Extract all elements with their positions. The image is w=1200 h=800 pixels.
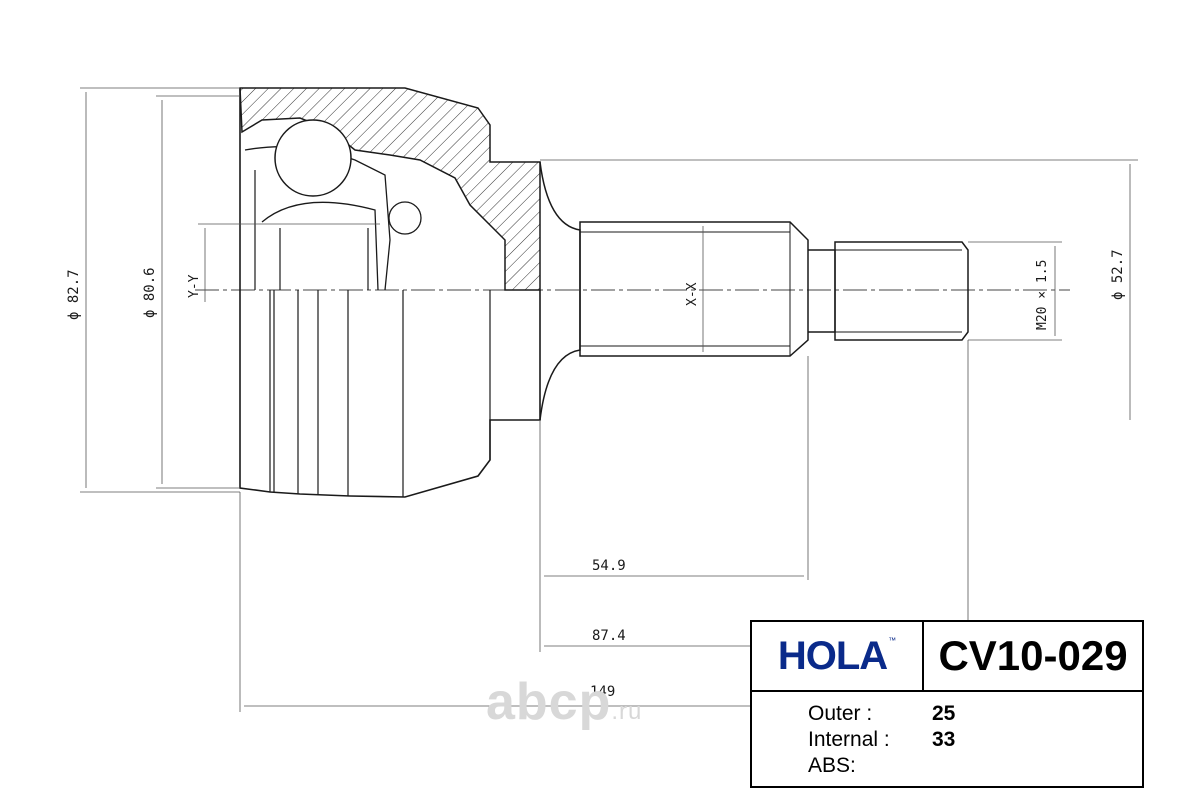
- housing-outline: [239, 290, 541, 498]
- shaft-outline: [539, 161, 581, 421]
- thread-section: [834, 241, 969, 341]
- ball-upper: [274, 119, 352, 197]
- watermark-suffix: .ru: [611, 698, 643, 725]
- trademark-mark: ™: [888, 635, 897, 645]
- length-149-label: 149: [590, 684, 615, 700]
- brand-logo: HOLA: [777, 633, 888, 678]
- length-54-label: 54.9: [592, 558, 626, 574]
- spec-value-internal: 33: [932, 728, 956, 751]
- spec-label-abs: ABS:: [808, 754, 856, 777]
- seal-diameter-label: ϕ 80.6: [142, 267, 158, 318]
- x-axis-label: X-X: [685, 282, 700, 306]
- watermark: abcp.ru: [486, 672, 642, 732]
- inner-race: [261, 201, 379, 291]
- spec-label-internal: Internal :: [808, 728, 890, 751]
- thread-label: M20 × 1.5: [1035, 260, 1050, 330]
- length-87-label: 87.4: [592, 628, 626, 644]
- spec-label-outer: Outer :: [808, 702, 873, 725]
- neck-outline: [808, 249, 836, 333]
- part-number: CV10-029: [924, 622, 1142, 692]
- shaft-diameter-label: ϕ 52.7: [1110, 249, 1126, 300]
- spec-value-outer: 25: [932, 702, 956, 725]
- housing-section: [239, 87, 541, 291]
- watermark-text: abcp: [486, 673, 612, 731]
- y-axis-label: Y-Y: [187, 274, 202, 298]
- outer-diameter-label: ϕ 82.7: [66, 269, 82, 320]
- ball-small: [388, 201, 422, 235]
